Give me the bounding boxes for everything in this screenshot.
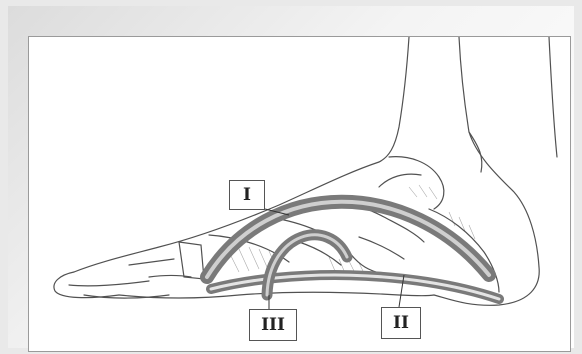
label-arch-3: III bbox=[249, 309, 297, 341]
arch-1-band bbox=[207, 202, 489, 277]
arch-3-band bbox=[267, 235, 347, 295]
label-arch-1: I bbox=[229, 180, 265, 210]
label-arch-2: II bbox=[381, 307, 421, 339]
figure-frame: I III II bbox=[8, 6, 574, 348]
foot-arch-illustration: I III II bbox=[28, 36, 571, 352]
arch-2-band bbox=[211, 275, 499, 299]
foot-sketch bbox=[29, 37, 570, 351]
